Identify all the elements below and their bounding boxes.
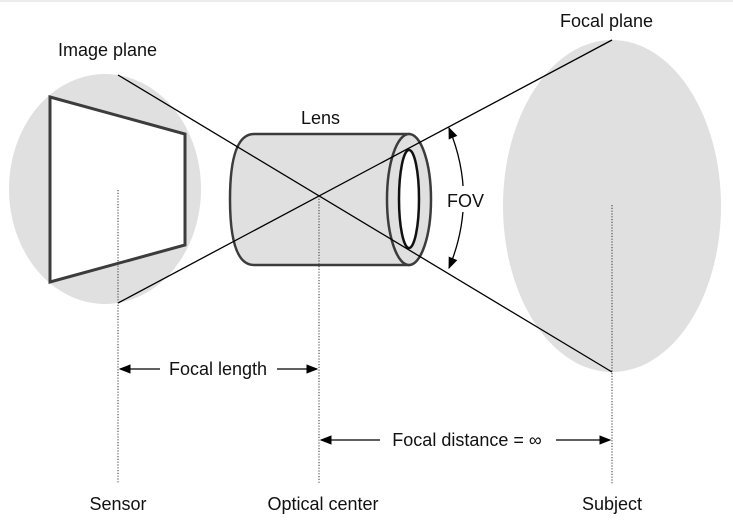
image-plane (9, 74, 201, 304)
focal-distance-label: Focal distance = ∞ (392, 430, 542, 450)
ray-line-top-to-bottom (117, 74, 613, 373)
lens-label: Lens (301, 108, 340, 128)
image-plane-label: Image plane (58, 40, 157, 60)
optical-center-label: Optical center (267, 494, 378, 514)
focal-plane-label: Focal plane (560, 11, 653, 31)
fov-label: FOV (447, 191, 484, 211)
subject-label: Subject (582, 494, 642, 514)
ray-line-bottom-to-top (117, 39, 613, 304)
fov-label-bg (446, 186, 490, 212)
top-border (0, 0, 733, 2)
lens-glass (397, 148, 421, 250)
sensor-label: Sensor (89, 494, 146, 514)
sensor-frame (48, 95, 187, 284)
focal-length-label: Focal length (169, 359, 267, 379)
